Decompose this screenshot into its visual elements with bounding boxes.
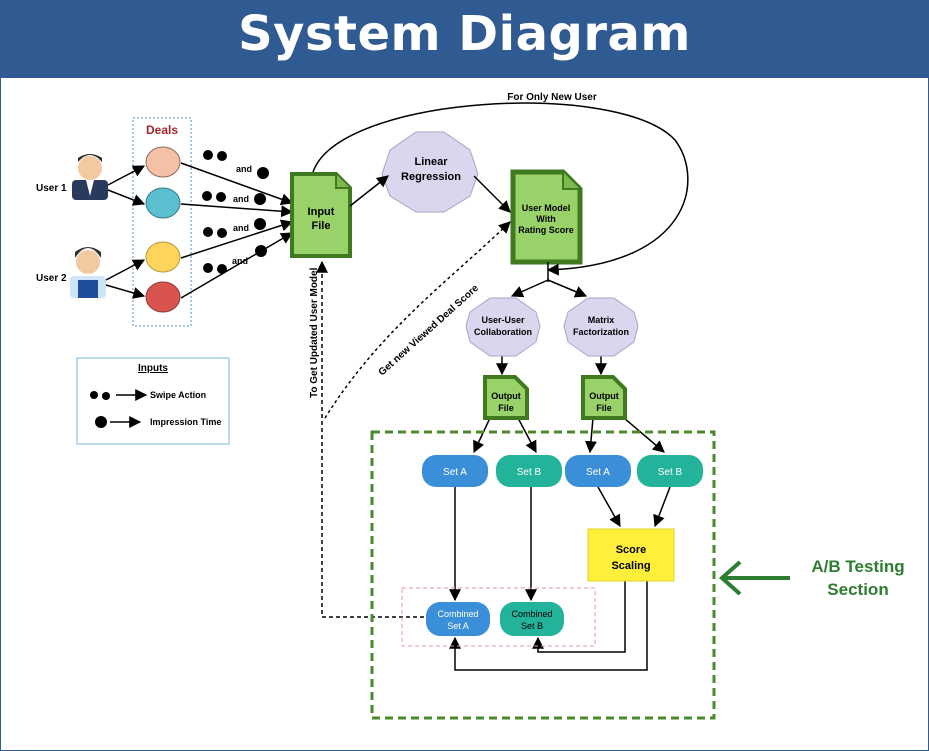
svg-text:Combined: Combined (511, 609, 552, 619)
get-new-viewed-label: Get new Viewed Deal Score (377, 282, 482, 378)
combined-set-a: Combined Set A (426, 602, 490, 636)
user-model-line2: With (536, 214, 555, 224)
set-b-2: Set B (637, 455, 703, 487)
and-label-1: and (236, 164, 252, 174)
clock-icon (95, 416, 107, 428)
legend-swipe: Swipe Action (150, 390, 206, 400)
svg-text:Set B: Set B (517, 467, 542, 478)
score-scaling-node: Score Scaling (587, 528, 675, 582)
ab-arrow-head (718, 560, 742, 596)
inputs-legend: Inputs Swipe Action Impression Time (76, 357, 230, 445)
set-a-1: Set A (422, 455, 488, 487)
input-file-line1: Input (308, 206, 335, 218)
and-label-3: and (233, 223, 249, 233)
deals-label: Deals (146, 123, 178, 137)
output-file-1: Output File (483, 375, 529, 420)
user-model-line1: User Model (522, 203, 571, 213)
swipe-impression-3: and (203, 218, 266, 238)
svg-text:Set B: Set B (521, 621, 543, 631)
legend-impression: Impression Time (150, 417, 221, 427)
svg-text:Set A: Set A (586, 467, 610, 478)
swipe-impression-1: and (203, 150, 269, 179)
linear-regression-line2: Regression (401, 171, 461, 183)
svg-text:File: File (498, 403, 514, 413)
set-b-1: Set B (496, 455, 562, 487)
page-title: System Diagram (238, 6, 691, 62)
to-get-updated-label: To Get Updated User Model (309, 267, 320, 398)
swipe-icon (90, 391, 98, 399)
linear-regression-node: Linear Regression (381, 131, 479, 213)
swipe-impression-4: and (203, 245, 267, 274)
svg-text:File: File (596, 403, 612, 413)
user-2-avatar (70, 247, 106, 298)
deals-box (132, 117, 192, 327)
matrix-factorization-line1: Matrix (588, 315, 615, 325)
user-user-line1: User-User (481, 315, 525, 325)
user-1-label: User 1 (36, 183, 67, 194)
combined-set-b: Combined Set B (500, 602, 564, 636)
legend-title: Inputs (138, 363, 168, 374)
user-1-avatar (72, 154, 108, 200)
svg-text:Set A: Set A (443, 467, 467, 478)
svg-text:Combined: Combined (437, 609, 478, 619)
svg-text:Set A: Set A (447, 621, 469, 631)
deal-2 (145, 187, 181, 219)
user-2-label: User 2 (36, 273, 67, 284)
svg-text:Scaling: Scaling (611, 560, 650, 572)
and-label-4: and (232, 256, 248, 266)
user-model-node: User Model With Rating Score (510, 169, 583, 265)
deal-1 (145, 146, 181, 178)
svg-text:Set B: Set B (658, 467, 683, 478)
user-user-node: User-User Collaboration (465, 297, 541, 357)
for-only-new-user-label: For Only New User (507, 92, 597, 103)
ab-testing-line2: Section (827, 580, 888, 599)
input-file-line2: File (312, 220, 331, 232)
svg-text:Output: Output (589, 391, 619, 401)
matrix-factorization-line2: Factorization (573, 327, 629, 337)
user-model-line3: Rating Score (518, 225, 574, 235)
output-file-2: Output File (581, 375, 627, 420)
ab-testing-region (370, 430, 716, 720)
and-label-2: and (233, 194, 249, 204)
combined-region (401, 587, 596, 647)
set-a-2: Set A (565, 455, 631, 487)
title-banner: System Diagram (0, 0, 929, 78)
matrix-factorization-node: Matrix Factorization (563, 297, 639, 357)
deal-4 (145, 281, 181, 313)
deal-3 (145, 241, 181, 273)
svg-text:Score: Score (616, 544, 647, 556)
ab-testing-line1: A/B Testing (811, 557, 904, 576)
user-user-line2: Collaboration (474, 327, 532, 337)
swipe-impression-2: and (202, 191, 266, 205)
input-file-node: Input File (290, 172, 352, 258)
svg-text:Output: Output (491, 391, 521, 401)
linear-regression-line1: Linear (414, 156, 448, 168)
